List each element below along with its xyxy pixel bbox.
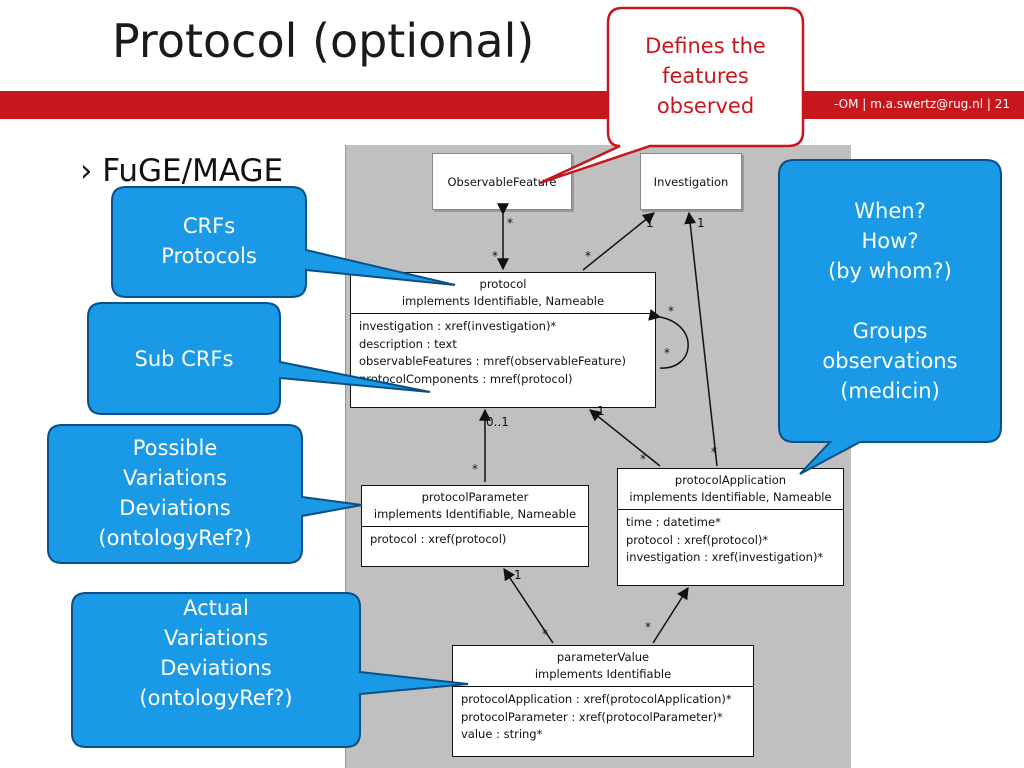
class-protocol-application: protocolApplication implements Identifia… — [617, 468, 844, 586]
callout-sub-crfs-text: Sub CRFs — [134, 347, 234, 371]
class-protocol-header: protocol implements Identifiable, Nameab… — [351, 273, 655, 314]
mult-label: * — [585, 249, 591, 263]
class-protocol-parameter-name: protocolParameter — [421, 490, 529, 504]
class-protocol-application-name: protocolApplication — [674, 473, 787, 487]
callout-crfs-text: CRFs Protocols — [161, 214, 257, 268]
class-protocol-application-attributes: time : datetime* protocol : xref(protoco… — [618, 510, 843, 571]
class-protocol-stereotype: implements Identifiable, Nameable — [401, 294, 605, 308]
bullet-fuge-mage: › FuGE/MAGE — [80, 153, 284, 189]
attribute: observableFeatures : mref(observableFeat… — [359, 354, 626, 368]
class-observable-feature: ObservableFeature — [432, 153, 572, 210]
attribute: protocolComponents : mref(protocol) — [359, 371, 573, 386]
class-observable-feature-name: ObservableFeature — [447, 174, 557, 189]
class-protocol-application-header: protocolApplication implements Identifia… — [618, 469, 843, 510]
class-protocol: protocol implements Identifiable, Nameab… — [350, 272, 656, 408]
class-protocol-parameter: protocolParameter implements Identifiabl… — [361, 485, 589, 567]
class-protocol-parameter-header: protocolParameter implements Identifiabl… — [362, 486, 588, 527]
class-protocol-name: protocol — [479, 277, 527, 291]
mult-label: * — [542, 627, 548, 641]
mult-label: 1 — [646, 216, 654, 230]
attribute: description : text — [359, 336, 457, 351]
mult-label: 1 — [697, 216, 705, 230]
slide-footer: -OM | m.a.swertz@rug.nl | 21 — [833, 97, 1010, 111]
class-protocol-application-stereotype: implements Identifiable, Nameable — [629, 490, 832, 504]
mult-label: * — [711, 445, 717, 459]
mult-label: * — [668, 304, 674, 318]
class-parameter-value-header: parameterValue implements Identifiable — [453, 646, 753, 687]
class-parameter-value-attributes: protocolApplication : xref(protocolAppli… — [453, 687, 753, 748]
callout-possible-text: Possible Variations Deviations (ontology… — [98, 436, 252, 550]
attribute: protocol : xref(protocol)* — [626, 532, 769, 547]
class-parameter-value: parameterValue implements Identifiable p… — [452, 645, 754, 757]
mult-label: * — [645, 620, 651, 634]
class-protocol-parameter-stereotype: implements Identifiable, Nameable — [373, 507, 577, 521]
class-investigation-name: Investigation — [653, 174, 729, 189]
mult-label: * — [507, 216, 513, 230]
attribute: value : string* — [461, 727, 543, 741]
attribute: investigation : xref(investigation)* — [626, 550, 824, 564]
mult-label: * — [492, 249, 498, 263]
slide-title: Protocol (optional) — [112, 14, 535, 68]
callout-when-text: When? How? (by whom?) Groups observation… — [822, 199, 958, 403]
attribute: investigation : xref(investigation)* — [359, 319, 557, 333]
mult-label: * — [640, 452, 646, 466]
callout-actual-text: Actual Variations Deviations (ontologyRe… — [139, 596, 293, 710]
class-protocol-parameter-attributes: protocol : xref(protocol) — [362, 527, 588, 553]
header-bar — [0, 91, 1024, 119]
mult-label: 0..1 — [486, 415, 509, 429]
attribute: protocolApplication : xref(protocolAppli… — [461, 692, 732, 706]
callout-defines-text: Defines the features observed — [645, 34, 766, 118]
mult-label: * — [472, 462, 478, 476]
class-protocol-attributes: investigation : xref(investigation)* des… — [351, 314, 655, 392]
attribute: protocolParameter : xref(protocolParamet… — [461, 709, 723, 724]
attribute: time : datetime* — [626, 515, 721, 529]
mult-label: 1 — [514, 568, 522, 582]
attribute: protocol : xref(protocol) — [370, 532, 507, 546]
class-investigation: Investigation — [640, 153, 742, 210]
class-parameter-value-name: parameterValue — [556, 650, 650, 664]
mult-label: 1 — [597, 404, 605, 418]
mult-label: * — [664, 346, 670, 360]
class-parameter-value-stereotype: implements Identifiable — [534, 667, 672, 681]
